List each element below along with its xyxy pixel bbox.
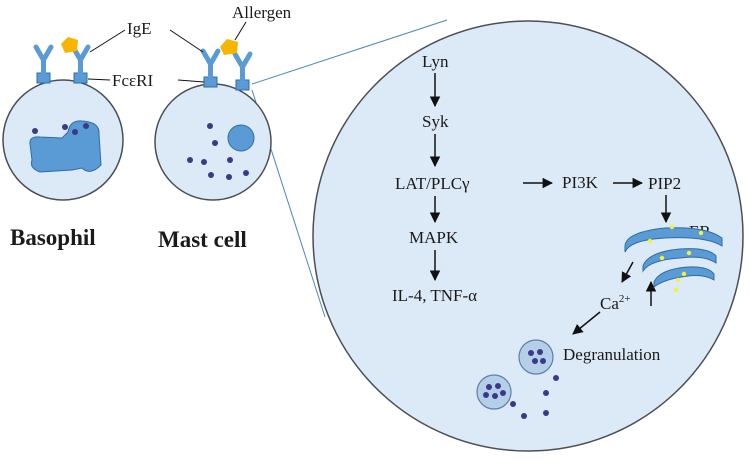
calcium-dot — [681, 271, 687, 277]
granule — [207, 123, 213, 129]
released-granule — [510, 401, 516, 407]
basophil-receptor-left — [33, 44, 54, 84]
pip2-node: PIP2 — [648, 174, 681, 193]
granule — [227, 157, 233, 163]
basophil-nucleus — [29, 120, 102, 173]
granule — [72, 129, 78, 135]
fceri-pointer-left — [87, 78, 111, 81]
cytokines-node: IL-4, TNF-α — [392, 286, 477, 305]
basophil-label: Basophil — [10, 225, 96, 250]
released-granule — [543, 410, 549, 416]
released-granule — [543, 390, 549, 396]
granule — [243, 170, 249, 176]
mapk-node: MAPK — [409, 228, 459, 247]
granule — [62, 124, 68, 130]
allergen-pointer — [234, 21, 247, 41]
calcium-superscript: 2+ — [619, 293, 631, 305]
mast-cell — [154, 83, 272, 201]
allergen-shape — [61, 37, 78, 53]
ige-label: IgE — [127, 19, 152, 38]
granule — [226, 174, 232, 180]
endoplasmic-reticulum — [624, 224, 723, 293]
released-granule — [521, 413, 527, 419]
fceri-label: FcεRI — [112, 71, 153, 90]
lat-plc-node: LAT/PLCγ — [395, 174, 470, 193]
zoomed-mast-cell — [312, 20, 744, 452]
calcium-text: Ca — [600, 294, 619, 313]
granule — [83, 123, 89, 129]
calcium-dot — [698, 230, 704, 236]
allergen-label: Allergen — [232, 3, 292, 22]
ige-pointer-right — [169, 29, 204, 53]
granule — [187, 157, 193, 163]
mast-nucleus — [227, 124, 255, 152]
calcium-dot — [673, 287, 679, 293]
calcium-node: Ca2+ — [600, 293, 631, 313]
arrow-er-calcium — [621, 261, 634, 283]
calcium-dot — [669, 224, 675, 230]
degranulation-node: Degranulation — [563, 345, 661, 364]
granule — [32, 128, 38, 134]
granule — [201, 159, 207, 165]
lyn-node: Lyn — [422, 52, 449, 71]
zoom-line-top — [251, 19, 448, 85]
mast-receptor-right — [232, 51, 253, 91]
allergen-shape — [220, 39, 238, 55]
vesicle-large — [518, 339, 554, 375]
mast-cell-label: Mast cell — [158, 227, 247, 252]
granule — [212, 140, 218, 146]
basophil-cell — [2, 79, 124, 201]
granule — [208, 172, 214, 178]
ige-pointer-left — [89, 29, 126, 53]
basophil-receptor-right — [70, 44, 91, 84]
vesicle-small — [476, 374, 512, 410]
calcium-dot — [659, 255, 665, 261]
calcium-dot — [647, 238, 653, 244]
released-granule — [553, 375, 559, 381]
pi3k-node: PI3K — [562, 173, 599, 192]
calcium-dot — [686, 250, 692, 256]
fceri-pointer-right — [177, 79, 205, 83]
arrow-calcium-degranulation — [572, 311, 601, 335]
calcium-dot — [675, 277, 681, 283]
syk-node: Syk — [422, 112, 449, 131]
mast-receptor-left — [200, 48, 221, 88]
